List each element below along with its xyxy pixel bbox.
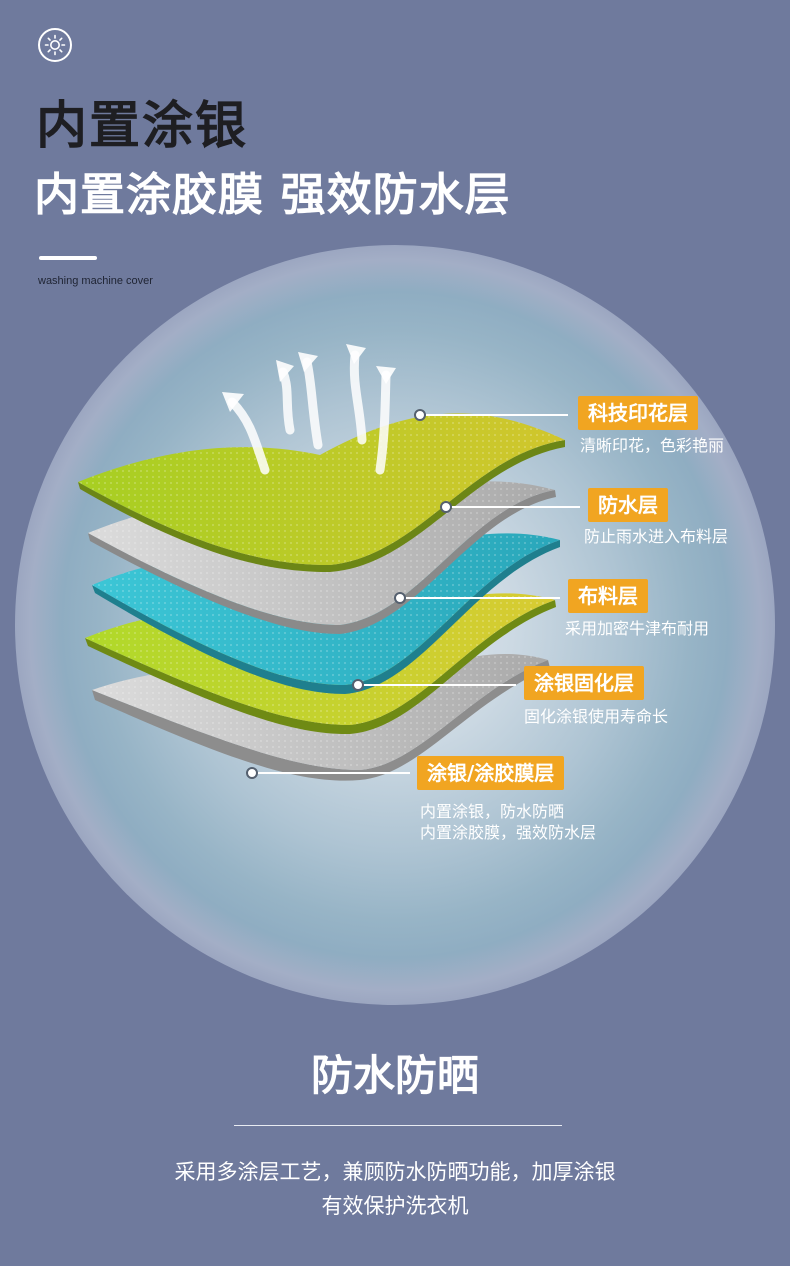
feature-divider bbox=[234, 1125, 562, 1126]
marker-dot-fabric bbox=[394, 592, 406, 604]
feature-title: 防水防晒 bbox=[310, 1051, 479, 1100]
leader-line-print bbox=[420, 414, 568, 416]
feature-desc-line-2: 有效保护洗衣机 bbox=[321, 1194, 469, 1218]
sun-icon bbox=[38, 28, 72, 62]
marker-dot-print bbox=[414, 409, 426, 421]
leader-line-coating bbox=[358, 684, 516, 686]
layer-desc-print: 清晰印花，色彩艳丽 bbox=[580, 436, 725, 455]
feature-desc-line-1: 采用多涂层工艺，兼顾防水防晒功能，加厚涂银 bbox=[174, 1160, 616, 1184]
leader-line-waterproof bbox=[446, 506, 580, 508]
layer-label-film: 涂银/涂胶膜层 bbox=[417, 756, 565, 790]
layer-label-waterproof: 防水层 bbox=[588, 488, 668, 522]
marker-dot-coating bbox=[352, 679, 364, 691]
leader-line-fabric bbox=[400, 597, 560, 599]
leader-line-film bbox=[252, 772, 410, 774]
layer-desc-film-2: 内置涂胶膜，强效防水层 bbox=[420, 823, 597, 842]
layer-label-fabric: 布料层 bbox=[568, 579, 648, 613]
product-subtitle: washing machine cover bbox=[38, 275, 153, 287]
marker-dot-film bbox=[246, 767, 258, 779]
layer-print bbox=[78, 413, 565, 572]
layer-desc-fabric: 采用加密牛津布耐用 bbox=[565, 619, 710, 638]
title-divider bbox=[39, 256, 97, 260]
layer-desc-coating: 固化涂银使用寿命长 bbox=[524, 707, 669, 726]
layer-desc-waterproof: 防止雨水进入布料层 bbox=[584, 527, 729, 546]
layer-label-print: 科技印花层 bbox=[578, 396, 698, 430]
layer-desc-film-1: 内置涂银，防水防晒 bbox=[420, 802, 565, 821]
page-headline: 内置涂胶膜 强效防水层 bbox=[34, 168, 511, 221]
marker-dot-waterproof bbox=[440, 501, 452, 513]
layer-label-coating: 涂银固化层 bbox=[524, 666, 644, 700]
page-title: 内置涂银 bbox=[36, 97, 249, 156]
